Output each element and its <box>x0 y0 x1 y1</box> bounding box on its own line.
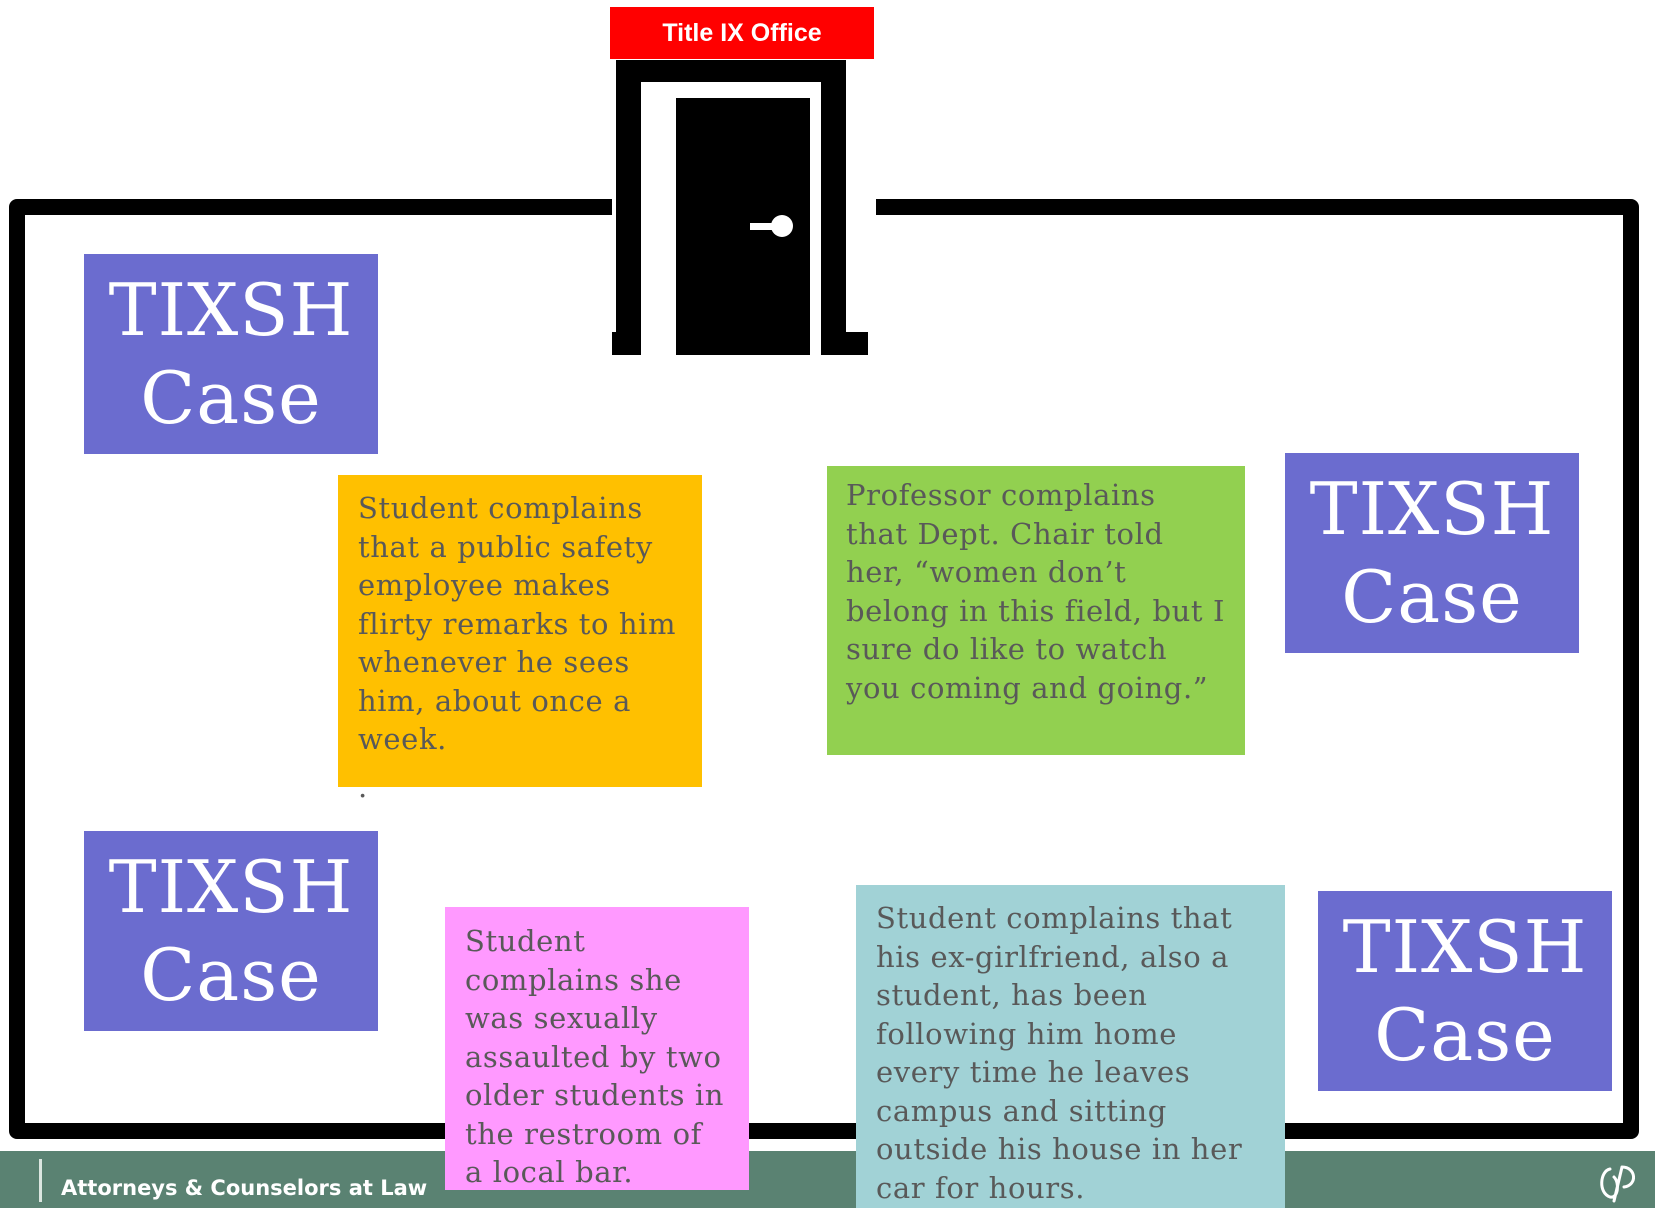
tixsh-case-line2: Case <box>1374 993 1556 1077</box>
door-icon <box>612 60 868 355</box>
tixsh-case-box: TIXSH Case <box>84 254 378 454</box>
case-note-public-safety: Student complains that a public safety e… <box>338 475 702 787</box>
case-note-dept-chair: Professor complains that Dept. Chair tol… <box>827 466 1245 755</box>
tixsh-case-box: TIXSH Case <box>1285 453 1579 653</box>
tixsh-case-line1: TIXSH <box>1342 905 1588 989</box>
tixsh-case-line2: Case <box>140 933 322 1017</box>
tixsh-case-line1: TIXSH <box>108 845 354 929</box>
stray-mark: . <box>358 770 368 804</box>
tixsh-case-line2: Case <box>140 356 322 440</box>
footer-bar <box>0 1151 1655 1208</box>
firm-logo-icon <box>1600 1165 1635 1203</box>
tixsh-case-box: TIXSH Case <box>84 831 378 1031</box>
footer-tagline: Attorneys & Counselors at Law <box>61 1176 428 1200</box>
title-ix-office-label: Title IX Office <box>610 7 874 59</box>
footer-divider <box>39 1159 42 1202</box>
tixsh-case-line2: Case <box>1341 555 1523 639</box>
tixsh-case-box: TIXSH Case <box>1318 891 1612 1091</box>
case-note-sexual-assault: Student complains she was sexually assau… <box>445 907 749 1190</box>
case-note-stalking: Student complains that his ex-girlfriend… <box>856 885 1285 1208</box>
tixsh-case-line1: TIXSH <box>1309 467 1555 551</box>
tixsh-case-line1: TIXSH <box>108 268 354 352</box>
title-ix-office-text: Title IX Office <box>662 18 822 47</box>
